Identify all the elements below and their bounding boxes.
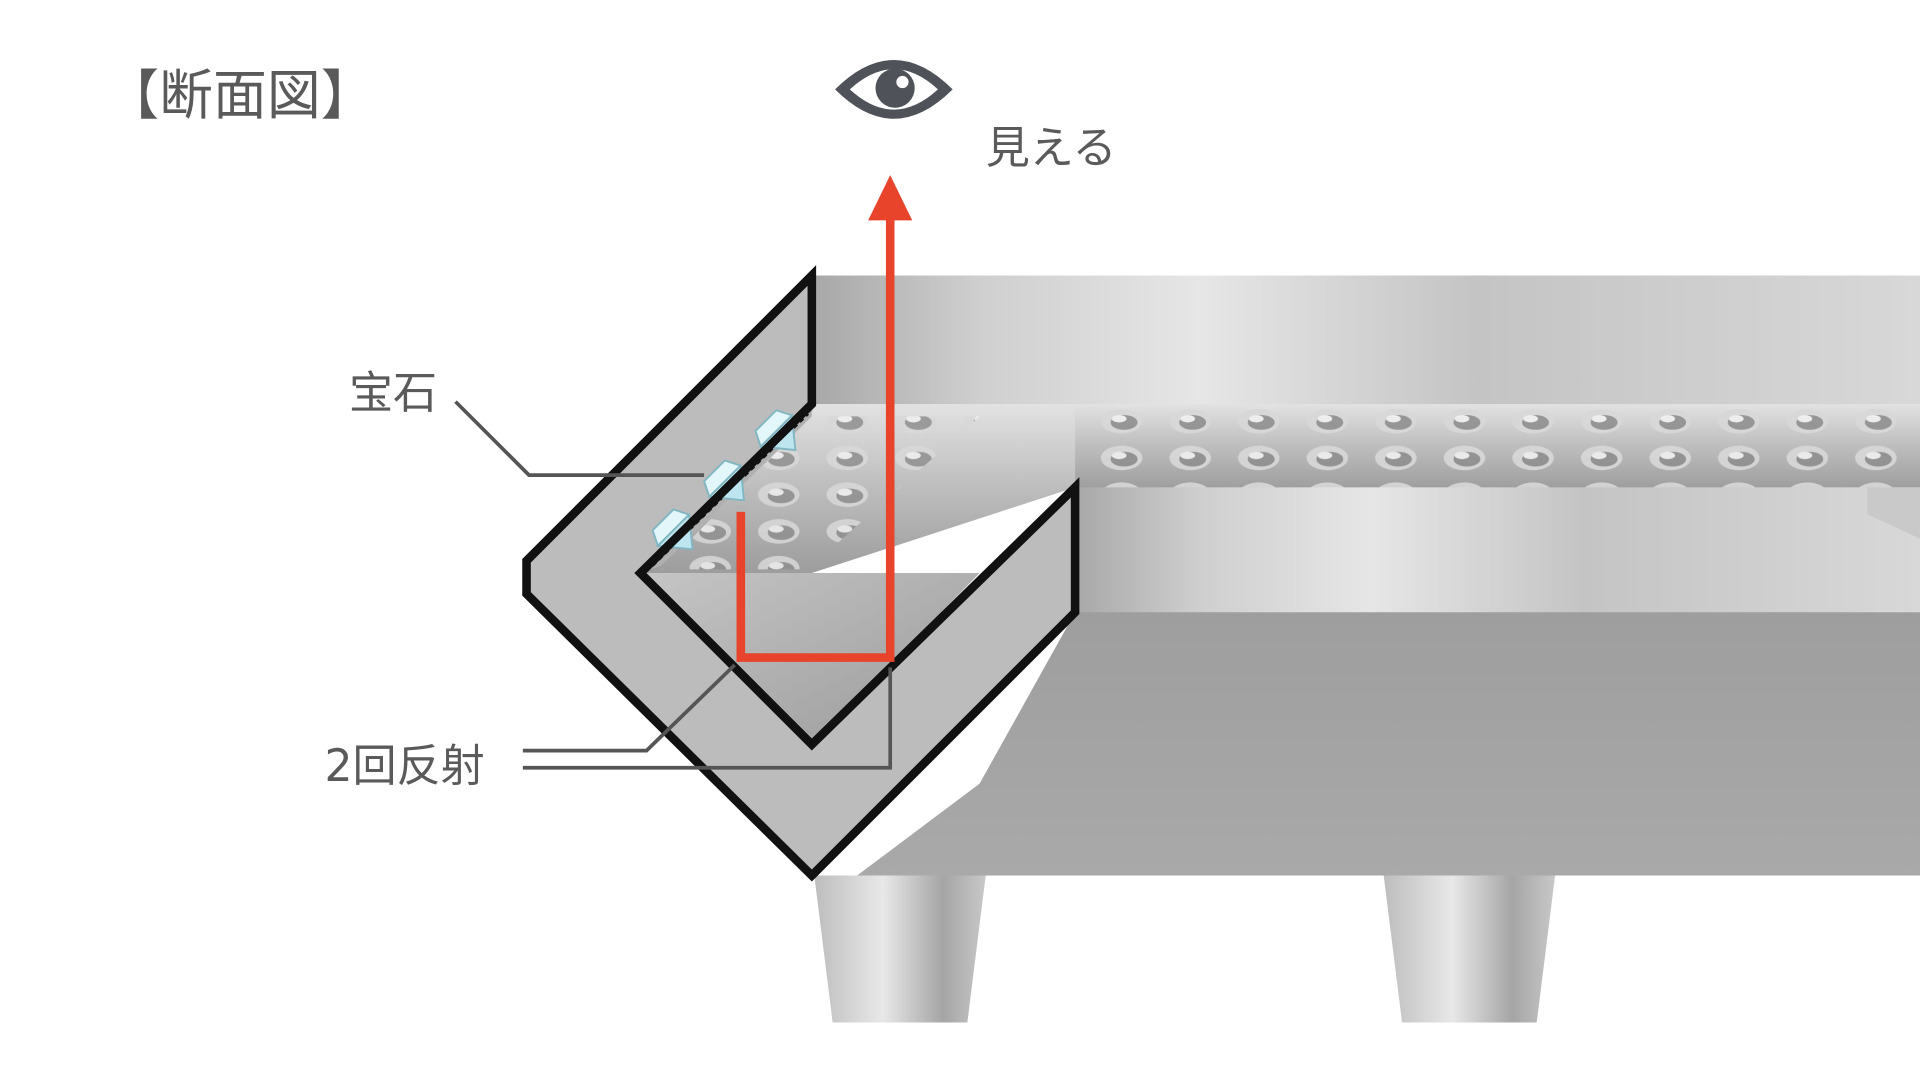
section-outline xyxy=(522,265,1080,882)
visible-label: 見える xyxy=(986,123,1117,174)
reflection-leader-line-2 xyxy=(522,667,893,770)
gem-label: 宝石 xyxy=(349,368,437,419)
metal-plate xyxy=(526,275,1920,876)
reflection-leader-line-1 xyxy=(522,663,736,753)
light-path-arrow xyxy=(736,175,913,662)
leg-left xyxy=(814,875,986,1023)
arrow-up-icon xyxy=(868,175,913,221)
leg-right xyxy=(1383,875,1556,1023)
eye-icon xyxy=(835,60,953,119)
diagram-title: 【断面図】 xyxy=(105,64,374,127)
double-reflection-label: 2回反射 xyxy=(324,741,484,792)
gem-leader-line xyxy=(454,400,705,477)
